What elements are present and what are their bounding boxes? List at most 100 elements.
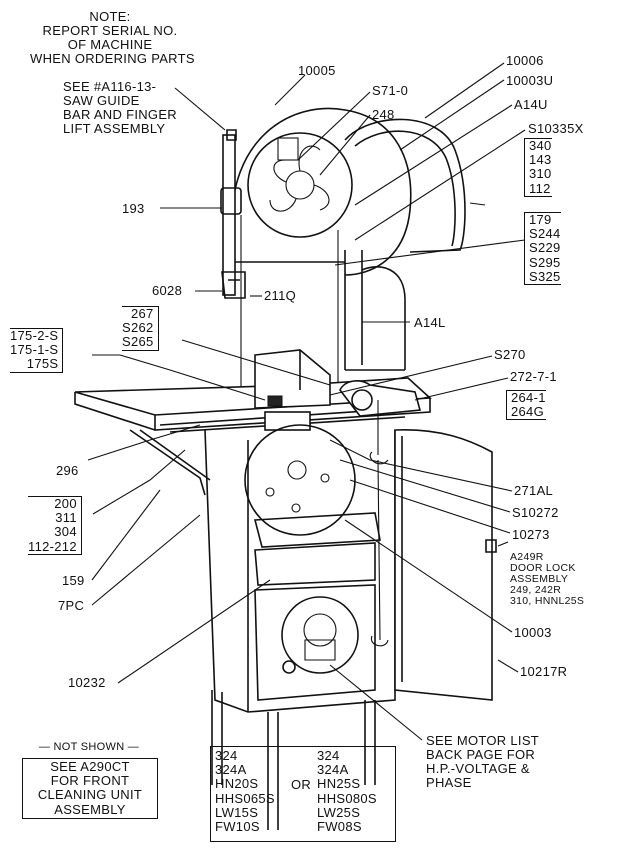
options-or: OR [291,777,312,792]
callout-s10335x: S10335X [528,121,584,136]
option-right-5: LW25S [317,804,361,820]
lower-cabinet [204,429,396,713]
callout-a14u: A14U [514,97,548,112]
note-heading: NOTE: [89,9,131,24]
upper-rear-cover [344,118,466,253]
group-200-item-1: 200 [54,496,77,511]
lower-wheel [244,424,356,536]
saw-guide-line-2: SAW GUIDE [63,93,140,108]
group-340-item-3: 310 [529,166,552,182]
callout-10273: 10273 [512,527,550,542]
callout-group-264: 264-1 264G [506,390,546,421]
option-right-3: HN25S [317,776,361,792]
callout-group-200: 200 311 304 112-212 [28,496,82,555]
callout-s10272: S10272 [512,505,559,520]
group-175-item-1: 175-2-S [10,328,59,343]
legs [211,690,376,830]
group-179-item-4: S295 [529,254,561,270]
not-shown-line-3: CLEANING UNIT [37,787,143,803]
saw-guide-line-1: SEE #A116-13- [63,79,157,94]
upper-wheel [247,132,353,238]
blade [240,215,339,400]
group-200-item-2: 311 [55,510,77,526]
option-left-5: LW15S [215,804,259,820]
option-left-3: HN20S [215,776,259,792]
note-line-3: WHEN ORDERING PARTS [30,51,195,66]
option-left-1: 324 [215,748,238,763]
callout-10006: 10006 [506,53,544,68]
option-left-6: FW10S [215,819,260,835]
group-179-item-5: S325 [529,268,561,284]
frame-column [344,250,406,371]
callout-211q: 211Q [264,288,297,303]
callout-group-175: 175-2-S 175-1-S 175S [10,328,64,373]
callout-193: 193 [122,201,145,216]
options-table: 324 324A HN20S HHS065S LW15S FW10S OR 32… [210,746,396,842]
group-200-item-3: 304 [54,524,77,540]
not-shown-heading: — NOT SHOWN — [38,741,140,753]
group-340-item-2: 143 [529,152,552,168]
not-shown-line-2: FOR FRONT [50,773,130,789]
callout-272-7-1: 272-7-1 [510,369,557,384]
callout-10217r: 10217R [520,664,568,679]
callout-296: 296 [56,463,79,478]
group-200-item-4: 112-212 [28,538,77,554]
callout-271al: 271AL [514,483,554,498]
group-267-item-2: S262 [122,320,154,336]
motor [281,596,359,674]
door-lock-line-3: ASSEMBLY [510,573,569,585]
group-267-item-3: S265 [122,334,154,350]
option-right-4: HHS080S [317,790,377,806]
option-left-4: HHS065S [215,790,275,806]
callout-motor: SEE MOTOR LIST BACK PAGE FOR H.P.-VOLTAG… [426,734,539,790]
group-264-item-1: 264-1 [511,390,546,405]
option-right-2: 324A [317,762,349,778]
callout-6028: 6028 [152,283,183,298]
note-line-1: REPORT SERIAL NO. [42,23,178,38]
callout-group-179: 179 S244 S229 S295 S325 [524,212,561,286]
leader-lines [87,62,526,741]
group-340-item-1: 340 [529,138,552,153]
note-line-2: OF MACHINE [67,37,153,52]
saw-guide-line-3: BAR AND FINGER [63,107,177,122]
motor-line-3: H.P.-VOLTAGE & [426,761,530,776]
callout-s710: S71-0 [372,83,409,98]
option-right-6: FW08S [317,819,362,835]
callout-s270: S270 [494,347,526,362]
saw-guide-line-4: LIFT ASSEMBLY [63,121,166,136]
callout-a14l: A14L [414,315,446,330]
door-lock-line-1: A249R [510,551,544,563]
group-340-item-4: 112 [529,180,551,196]
note-block: NOTE: REPORT SERIAL NO. OF MACHINE WHEN … [30,9,195,66]
not-shown-line-4: ASSEMBLY [54,801,126,817]
not-shown-box: SEE A290CT FOR FRONT CLEANING UNIT ASSEM… [22,758,158,819]
group-179-item-1: 179 [529,212,552,227]
cabinet-door [394,428,493,701]
callout-saw-guide: SEE #A116-13- SAW GUIDE BAR AND FINGER L… [63,80,177,136]
door-lock-line-4: 249, 242R [510,584,562,596]
door-lock-line-2: DOOR LOCK [510,562,576,574]
group-175-item-3: 175S [26,356,59,372]
motor-line-1: SEE MOTOR LIST [426,733,540,748]
saw-guide-post [222,134,236,296]
group-175-item-2: 175-1-S [10,342,59,358]
upper-wheel-housing [231,107,412,276]
option-left-2: 324A [215,762,247,778]
callout-10003: 10003 [514,625,552,640]
callout-10232: 10232 [68,675,106,690]
callout-group-267: 267 S262 S265 [122,306,159,351]
group-267-item-1: 267 [130,306,154,321]
callout-10003u: 10003U [506,73,554,88]
motor-line-4: PHASE [426,775,472,790]
callout-7pc: 7PC [58,598,85,613]
callout-10005: 10005 [298,63,336,78]
not-shown-line-1: SEE A290CT [50,759,130,774]
options-right-column: 324 324A HN25S HHS080S LW25S FW08S [317,748,377,835]
callout-159: 159 [62,573,85,588]
upper-wheel-hub [285,170,315,200]
options-left-column: 324 324A HN20S HHS065S LW15S FW10S [215,748,275,835]
group-264-item-2: 264G [511,404,545,420]
callout-248: 248 [372,107,395,122]
option-right-1: 324 [317,748,340,763]
